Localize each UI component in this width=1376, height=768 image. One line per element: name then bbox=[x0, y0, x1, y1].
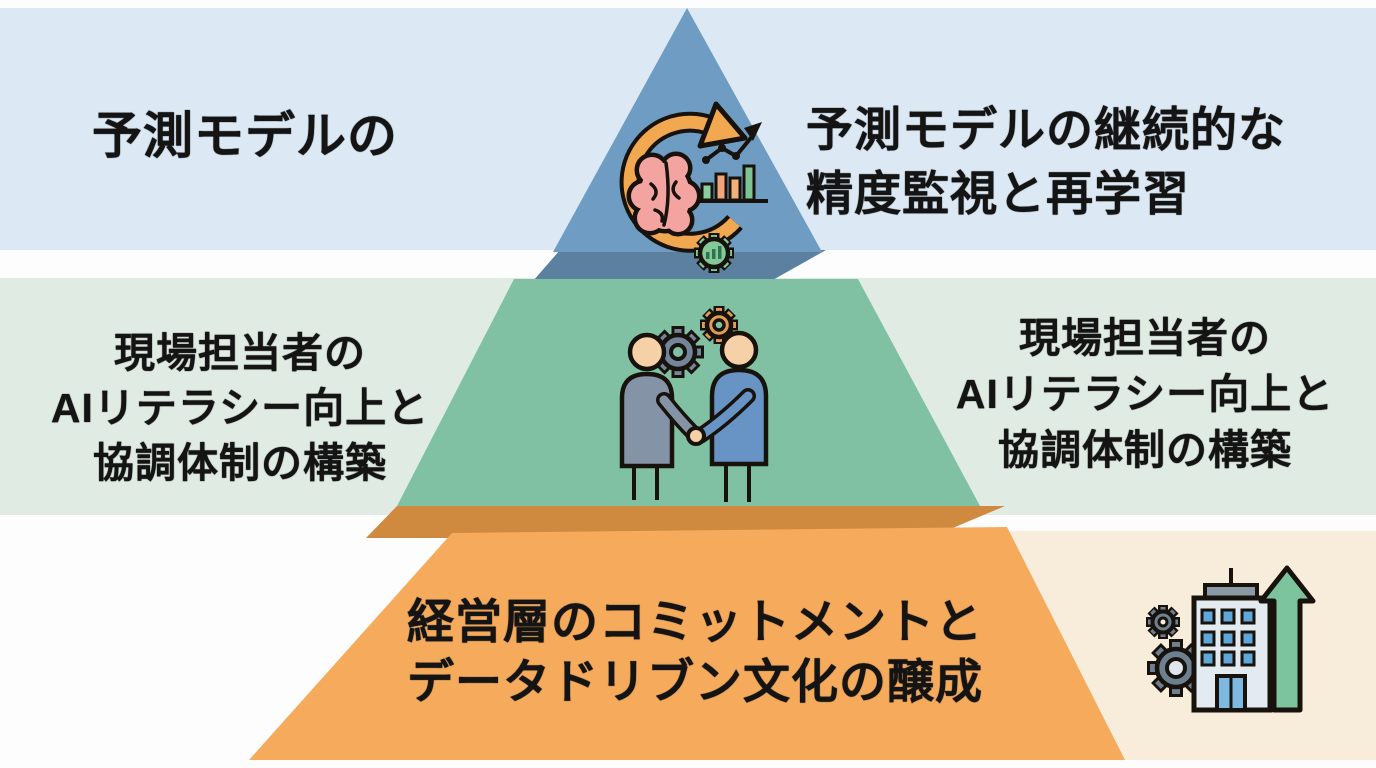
label-line: 精度監視と再学習 bbox=[806, 167, 1190, 220]
label-line: 予測モデルの継続的な bbox=[806, 103, 1286, 156]
growth-arrow-icon bbox=[1258, 565, 1316, 713]
gear-chart-icon bbox=[694, 233, 734, 273]
handshake-icon bbox=[656, 388, 756, 446]
tier-top-left-label: 予測モデルの bbox=[92, 106, 398, 166]
label-line: 現場担当者の bbox=[1019, 315, 1271, 361]
tier-bottom-label: 経営層のコミットメントと データドリブン文化の醸成 bbox=[390, 592, 1000, 712]
label-line: 協調体制の構築 bbox=[998, 427, 1292, 473]
gear-icon bbox=[1147, 639, 1205, 697]
gear-icon bbox=[1146, 605, 1180, 639]
gear-icon bbox=[652, 326, 704, 378]
cycle-brain-analytics-icon bbox=[619, 101, 768, 273]
label-line: データドリブン文化の醸成 bbox=[407, 655, 983, 708]
office-building-icon bbox=[1191, 568, 1273, 713]
label-line: 経営層のコミットメントと bbox=[407, 595, 983, 648]
label-line: 現場担当者の bbox=[114, 330, 366, 376]
brain-icon bbox=[626, 151, 702, 237]
label-line: 予測モデルの bbox=[92, 108, 398, 164]
building-growth-icon bbox=[1146, 565, 1316, 713]
tier-bottom bbox=[249, 527, 1125, 760]
gear-icon bbox=[700, 306, 738, 344]
label-line: AIリテラシー向上と bbox=[955, 371, 1335, 417]
tier-middle-right-label: 現場担当者の AIリテラシー向上と 協調体制の構築 bbox=[930, 310, 1360, 478]
tier-middle-left-label: 現場担当者の AIリテラシー向上と 協調体制の構築 bbox=[30, 326, 450, 491]
label-line: 協調体制の構築 bbox=[93, 440, 387, 486]
handshake-gears-icon bbox=[619, 306, 769, 502]
trend-chart-icon bbox=[697, 122, 768, 203]
tier-top-shadow bbox=[533, 250, 826, 281]
tier-middle bbox=[397, 279, 980, 506]
label-line: AIリテラシー向上と bbox=[50, 385, 430, 431]
tier-top-right-label: 予測モデルの継続的な 精度監視と再学習 bbox=[806, 98, 1286, 226]
cycle-arrowhead-icon bbox=[697, 101, 748, 149]
